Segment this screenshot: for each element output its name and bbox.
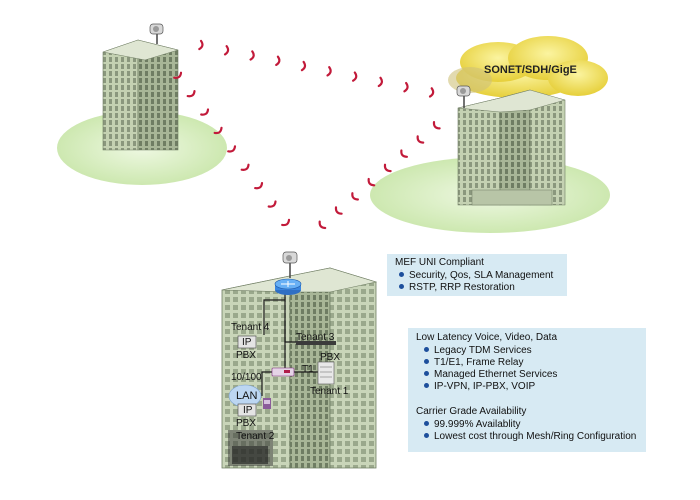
- bullet-icon: [424, 371, 429, 376]
- pbx-right-label: PBX: [320, 352, 341, 363]
- wave-arc: [186, 90, 196, 98]
- right-remote-building: [457, 89, 566, 206]
- service-item: T1/E1, Frame Relay: [424, 357, 523, 369]
- wave-arc: [352, 71, 358, 82]
- uni-box-item-text: RSTP, RRP Restoration: [409, 282, 515, 293]
- wave-arc: [383, 163, 392, 173]
- pbx-bottom-left-icon: [237, 403, 257, 417]
- pbx-top-label: PBX: [236, 350, 257, 361]
- pbx-right-icon: [317, 361, 335, 385]
- wave-arc: [240, 163, 250, 171]
- wave-arc: [318, 220, 327, 230]
- ethernet-10-100-label: 10/100: [231, 372, 262, 383]
- availability-item-text: 99.999% Availablity: [434, 419, 521, 430]
- tenant1-label: Tenant 1: [310, 386, 349, 397]
- wave-arc: [326, 66, 332, 77]
- left-antenna-icon: [149, 23, 164, 44]
- wave-arc: [223, 45, 230, 56]
- bullet-icon: [424, 433, 429, 438]
- availability-item-text: Lowest cost through Mesh/Ring Configurat…: [434, 431, 637, 442]
- uni-box-item-text: Security, Qos, SLA Management: [409, 270, 554, 281]
- wave-arc: [403, 81, 409, 93]
- left-remote-building: [102, 39, 179, 151]
- cloud-label: SONET/SDH/GigE: [484, 64, 577, 76]
- ip-top-label: IP: [242, 337, 252, 348]
- wave-arc: [377, 76, 383, 88]
- uni-box-title: MEF UNI Compliant: [395, 257, 484, 268]
- bullet-icon: [424, 421, 429, 426]
- t1-label: T1: [302, 364, 314, 375]
- uni-compliance-box: MEF UNI Compliant Security, Qos, SLA Man…: [387, 254, 567, 296]
- wave-arc: [275, 55, 281, 66]
- bullet-icon: [424, 383, 429, 388]
- availability-heading: Carrier Grade Availability: [416, 406, 527, 417]
- wave-arc: [249, 50, 255, 61]
- main-tenant-building: [221, 267, 378, 469]
- tenant3-equipment-icon: [296, 341, 336, 345]
- services-heading: Low Latency Voice, Video, Data: [416, 332, 558, 343]
- wireless-link-waves: [173, 39, 441, 230]
- right-antenna-icon: [456, 85, 471, 108]
- uni-box-item: Security, Qos, SLA Management: [399, 270, 553, 282]
- wave-arc: [428, 87, 435, 98]
- tenant3-label: Tenant 3: [296, 332, 335, 343]
- ip-phone-icon: [263, 398, 271, 409]
- wave-arc: [416, 135, 425, 144]
- wave-arc: [281, 218, 291, 227]
- service-item-text: Legacy TDM Services: [434, 345, 532, 356]
- pbx-bottom-label: PBX: [236, 418, 257, 429]
- service-item-text: Managed Ethernet Services: [434, 369, 558, 380]
- wave-arc: [267, 200, 277, 208]
- wave-arc: [200, 108, 210, 116]
- bullet-icon: [424, 359, 429, 364]
- uni-box-item: RSTP, RRP Restoration: [399, 282, 515, 294]
- wave-arc: [198, 39, 204, 51]
- service-item: Legacy TDM Services: [424, 345, 532, 357]
- availability-item: Lowest cost through Mesh/Ring Configurat…: [424, 431, 636, 443]
- access-switch-icon: [271, 367, 295, 377]
- service-item: Managed Ethernet Services: [424, 369, 557, 381]
- availability-item: 99.999% Availablity: [424, 419, 521, 431]
- wave-arc: [300, 60, 307, 72]
- wave-arc: [213, 126, 223, 135]
- ip-bottom-label: IP: [243, 405, 253, 416]
- wave-arc: [334, 206, 343, 215]
- carrier-cloud: [448, 36, 608, 98]
- pbx-top-left-icon: [237, 335, 257, 349]
- service-item-text: T1/E1, Frame Relay: [434, 357, 524, 368]
- bullet-icon: [424, 347, 429, 352]
- wave-arc: [432, 121, 441, 130]
- wave-arc: [367, 177, 376, 187]
- wave-arc: [400, 149, 408, 158]
- wave-arc: [173, 71, 183, 79]
- tenant2-label: Tenant 2: [236, 431, 275, 442]
- lan-label: LAN: [236, 390, 258, 402]
- service-item: IP-VPN, IP-PBX, VOIP: [424, 381, 535, 393]
- tenant4-label: Tenant 4: [231, 322, 270, 333]
- wave-arc: [351, 192, 359, 201]
- services-box: Low Latency Voice, Video, Data Legacy TD…: [408, 328, 646, 452]
- bullet-icon: [399, 284, 404, 289]
- service-item-text: IP-VPN, IP-PBX, VOIP: [434, 381, 536, 392]
- wave-arc: [227, 145, 237, 153]
- wave-arc: [254, 182, 264, 190]
- router-icon: [274, 278, 302, 295]
- bullet-icon: [399, 272, 404, 277]
- main-antenna-icon: [282, 251, 298, 278]
